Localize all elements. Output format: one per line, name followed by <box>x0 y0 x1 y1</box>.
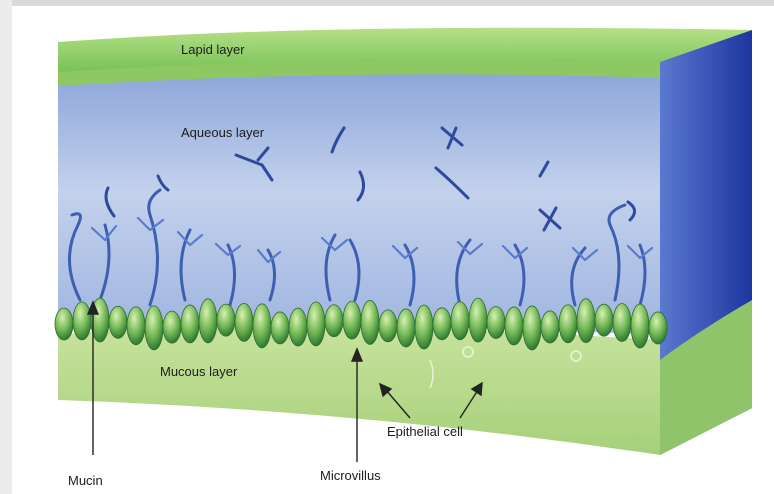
microvillus-label: Microvillus <box>320 468 381 483</box>
microvillus-bump <box>271 312 289 344</box>
microvillus-bump <box>217 304 235 336</box>
microvillus-bump <box>451 302 469 340</box>
microvillus-bump <box>109 306 127 338</box>
microvillus-bump <box>343 301 361 339</box>
microvillus-bump <box>325 305 343 337</box>
microvillus-bump <box>505 307 523 345</box>
lipid-layer-label: Lapid layer <box>181 42 245 57</box>
microvillus-bump <box>559 305 577 343</box>
microvillus-bump <box>289 308 307 346</box>
microvillus-bump <box>199 299 217 343</box>
microvillus-bump <box>613 304 631 342</box>
microvillus-bump <box>469 298 487 342</box>
microvillus-bump <box>433 308 451 340</box>
microvillus-bump <box>595 304 613 336</box>
mucin-label: Mucin <box>68 473 103 488</box>
microvillus-bump <box>487 306 505 338</box>
microvillus-bump <box>73 302 91 340</box>
microvillus-bump <box>577 299 595 343</box>
microvillus-bump <box>541 311 559 343</box>
microvillus-bump <box>361 300 379 344</box>
microvillus-bump <box>145 306 163 350</box>
epithelial-cell-label: Epithelial cell <box>387 424 463 439</box>
microvillus-bump <box>235 303 253 341</box>
microvillus-bump <box>523 306 541 350</box>
microvillus-bump <box>379 310 397 342</box>
aqueous-layer-label: Aqueous layer <box>181 125 264 140</box>
microvillus-bump <box>127 307 145 345</box>
microvillus-bump <box>397 309 415 347</box>
microvillus-bump <box>55 308 73 340</box>
microvillus-bump <box>649 312 667 344</box>
microvillus-bump <box>307 302 325 346</box>
microvillus-bump <box>181 305 199 343</box>
microvillus-bump <box>415 305 433 349</box>
microvillus-bump <box>163 311 181 343</box>
microvillus-bump <box>631 304 649 348</box>
mucous-layer-label: Mucous layer <box>160 364 237 379</box>
microvillus-bump <box>253 304 271 348</box>
